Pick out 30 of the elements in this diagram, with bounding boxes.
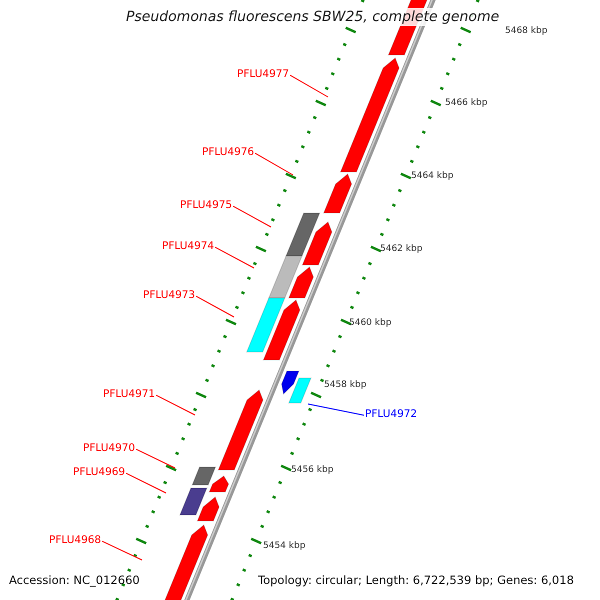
info-text: Accession: NC_012660 [9, 573, 140, 587]
gene-label: PFLU4976 [202, 146, 254, 158]
gene-label: PFLU4973 [143, 289, 196, 301]
scale-label: 5468 kbp [505, 26, 548, 36]
leader-line [156, 394, 196, 416]
leader-line [254, 152, 294, 176]
leader-line [214, 246, 254, 268]
scale-label: 5456 kbp [291, 465, 334, 475]
gene-label: PFLU4969 [73, 466, 126, 478]
gene-label: PFLU4970 [83, 442, 136, 454]
gene-label: PFLU4968 [49, 534, 102, 546]
leader-line [308, 404, 364, 416]
gene-label: PFLU4972 [365, 408, 418, 420]
scale-label: 5466 kbp [445, 98, 488, 108]
scale-label: 5458 kbp [324, 380, 366, 390]
scale-label: 5460 kbp [349, 318, 392, 328]
gene-label: PFLU4971 [103, 388, 156, 400]
gene-label: PFLU4974 [162, 240, 214, 252]
leader-line [290, 74, 328, 98]
leader-line [196, 296, 234, 318]
info-text: Topology: circular; Length: 6,722,539 bp; Genes: 6,018 [258, 573, 574, 587]
leader-line [232, 206, 272, 228]
gene-label: PFLU4975 [180, 199, 232, 211]
scale-label: 5454 kbp [263, 541, 306, 551]
leader-line [136, 448, 176, 468]
leader-line [126, 472, 166, 494]
gene-label: PFLU4977 [237, 68, 290, 80]
scale-label: 5464 kbp [411, 171, 454, 181]
leader-line [102, 540, 142, 560]
scale-label: 5462 kbp [380, 244, 422, 254]
